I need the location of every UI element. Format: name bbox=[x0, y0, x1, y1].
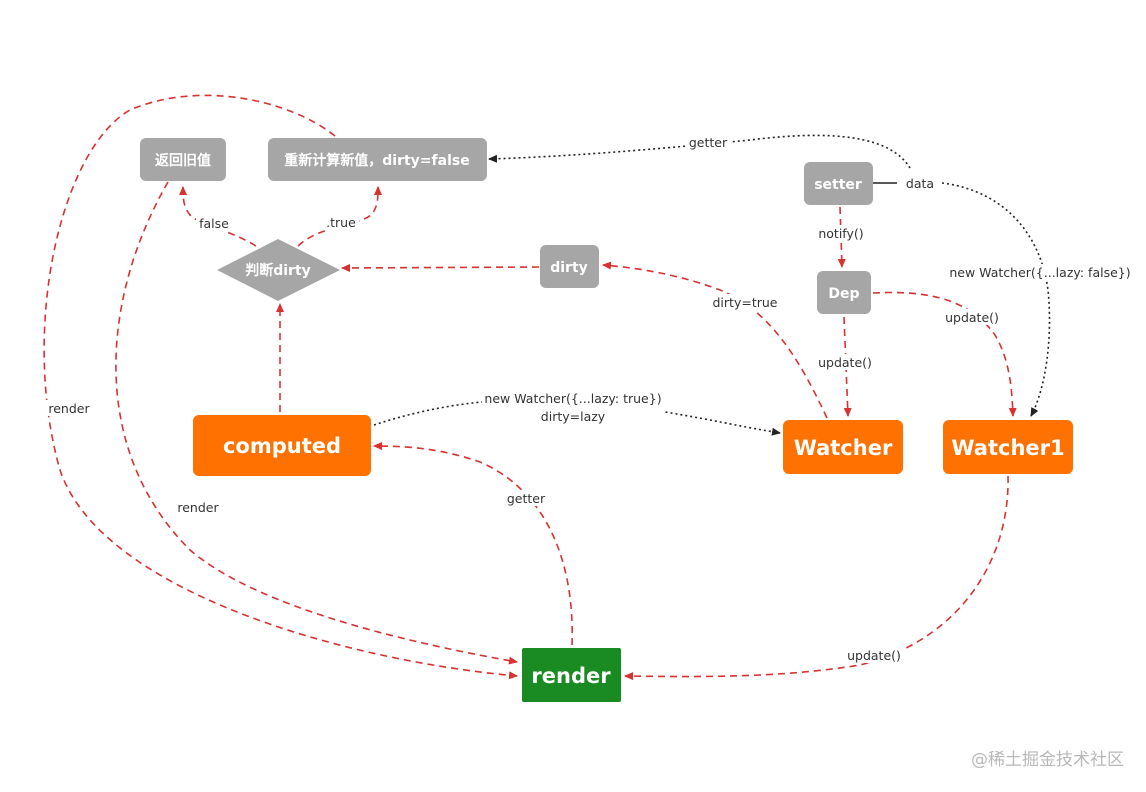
edge-watcher-to-dirty bbox=[602, 261, 828, 419]
edge-labels: getter false .true notify() new Watcher(… bbox=[45, 135, 1131, 663]
node-watcher1-label: Watcher1 bbox=[951, 436, 1064, 460]
node-dep-label: Dep bbox=[828, 286, 859, 302]
label-update-bottom: update() bbox=[847, 648, 901, 663]
node-setter-label: setter bbox=[814, 177, 862, 193]
label-render-left: render bbox=[48, 401, 90, 416]
node-dirty-label: dirty bbox=[550, 260, 588, 276]
node-data-label: data bbox=[906, 176, 934, 191]
edge-judge-false bbox=[179, 186, 257, 247]
label-render-mid: render bbox=[177, 500, 219, 515]
label-false: false bbox=[199, 216, 229, 231]
label-new-watcher-false: new Watcher({...lazy: false}) bbox=[949, 265, 1130, 280]
node-watcher: Watcher bbox=[783, 420, 903, 474]
node-judge-label: 判断dirty bbox=[245, 262, 311, 279]
node-recompute: 重新计算新值，dirty=false bbox=[268, 138, 487, 181]
label-true: .true bbox=[326, 215, 356, 230]
label-update-dep-watcher: update() bbox=[818, 355, 872, 370]
label-getter-top: getter bbox=[689, 135, 728, 150]
label-update-dep-watcher1: update() bbox=[945, 310, 999, 325]
label-getter-bottom: getter bbox=[507, 491, 546, 506]
edge-return-old-to-render bbox=[115, 181, 518, 665]
edge-data-getter bbox=[488, 134, 911, 169]
node-watcher1: Watcher1 bbox=[943, 420, 1073, 474]
node-judge: 判断dirty bbox=[217, 239, 340, 301]
edge-render-to-computed bbox=[373, 442, 573, 646]
node-dirty: dirty bbox=[540, 245, 599, 288]
edge-dirty-to-judge bbox=[341, 263, 540, 272]
node-render: render bbox=[522, 648, 621, 702]
label-notify: notify() bbox=[818, 226, 863, 241]
node-setter: setter bbox=[804, 162, 873, 205]
label-dirty-true: dirty=true bbox=[713, 295, 778, 310]
node-render-label: render bbox=[531, 664, 611, 688]
node-return-old-label: 返回旧值 bbox=[155, 152, 211, 169]
edge-recompute-to-render-outer bbox=[43, 94, 518, 680]
node-dep: Dep bbox=[817, 271, 871, 314]
edge-dep-to-watcher1 bbox=[872, 291, 1017, 417]
node-return-old: 返回旧值 bbox=[140, 138, 226, 181]
edge-watcher1-to-render bbox=[624, 475, 1009, 681]
node-computed-label: computed bbox=[223, 434, 341, 458]
node-data: data bbox=[898, 170, 942, 196]
node-computed: computed bbox=[193, 415, 371, 476]
node-recompute-label: 重新计算新值，dirty=false bbox=[284, 152, 469, 169]
watermark: @稀土掘金技术社区 bbox=[971, 750, 1124, 770]
edge-data-to-watcher1 bbox=[941, 182, 1051, 417]
edge-judge-true bbox=[297, 186, 382, 247]
label-new-watcher-true-line2: dirty=lazy bbox=[541, 409, 606, 424]
label-new-watcher-true-line1: new Watcher({...lazy: true}) bbox=[484, 391, 661, 406]
node-watcher-label: Watcher bbox=[794, 436, 893, 460]
